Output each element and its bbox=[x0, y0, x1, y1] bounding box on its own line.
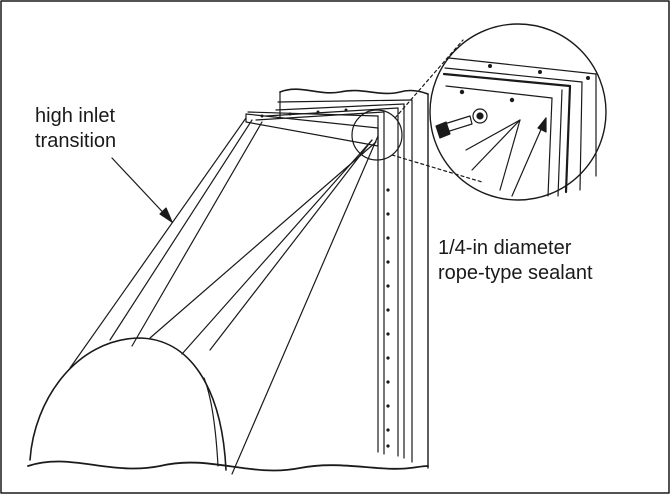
sealant-leader-line bbox=[511, 117, 547, 197]
detail-flange-top-2 bbox=[444, 67, 583, 83]
sealant-leader-arrowhead bbox=[537, 117, 547, 133]
transition-leader-arrowhead bbox=[159, 207, 173, 223]
detail-leader-bottom bbox=[391, 154, 483, 183]
transition-arch-outer bbox=[29, 337, 227, 471]
flange-top-2 bbox=[275, 103, 405, 111]
detail-facet-1 bbox=[471, 119, 521, 171]
detail-plate-side bbox=[547, 97, 553, 197]
duct-panel bbox=[247, 88, 429, 469]
transition-facet-3 bbox=[181, 139, 373, 355]
transition-callout-line2: transition bbox=[35, 130, 117, 152]
detail-flange-top-1 bbox=[448, 57, 597, 75]
flange-top-1 bbox=[277, 99, 413, 103]
flange-bolt-holes bbox=[260, 108, 390, 448]
detail-plate-top bbox=[445, 85, 553, 99]
flange-top-3 bbox=[265, 107, 399, 117]
detail-washer bbox=[472, 108, 488, 124]
transition-callout-line1: high inlet bbox=[35, 105, 116, 127]
detail-sealant-side bbox=[564, 84, 572, 194]
detail-facet-3 bbox=[465, 119, 521, 151]
detail-sealant-top bbox=[442, 72, 572, 88]
transition-facet-4 bbox=[209, 139, 373, 351]
detail-callout bbox=[351, 23, 607, 201]
detail-bolt-head bbox=[435, 121, 451, 139]
sealant-callout-line1: 1/4-in diameter bbox=[438, 237, 572, 259]
duct-top-break bbox=[279, 88, 429, 95]
detail-facet-2 bbox=[499, 119, 521, 191]
transition-edge-left bbox=[69, 117, 247, 369]
transition-callout: high inlet transition bbox=[35, 104, 116, 154]
transition-facet-1 bbox=[109, 119, 253, 341]
bottom-break-line bbox=[27, 460, 429, 472]
detail-holes bbox=[459, 64, 590, 103]
detail-source-circle bbox=[351, 109, 403, 161]
detail-flange-side-3 bbox=[557, 89, 563, 197]
sealant-callout-line2: rope-type sealant bbox=[438, 262, 593, 284]
detail-washer-hole bbox=[476, 112, 484, 120]
transition-facet-5 bbox=[149, 141, 377, 339]
transition-facet-2 bbox=[131, 121, 263, 347]
inlet-transition bbox=[29, 113, 379, 475]
detail-flange-side-1 bbox=[579, 81, 583, 191]
flange-top-4 bbox=[255, 111, 385, 121]
transition-edge-right bbox=[231, 135, 379, 475]
transition-flange-plate bbox=[245, 113, 379, 147]
sealant-callout: 1/4-in diameter rope-type sealant bbox=[438, 236, 593, 286]
leader-arrows bbox=[111, 117, 547, 223]
detail-magnified-circle bbox=[429, 23, 607, 201]
transition-arch-inner bbox=[203, 377, 219, 467]
detail-leader-top bbox=[394, 39, 464, 119]
flange-top-5 bbox=[247, 111, 379, 117]
